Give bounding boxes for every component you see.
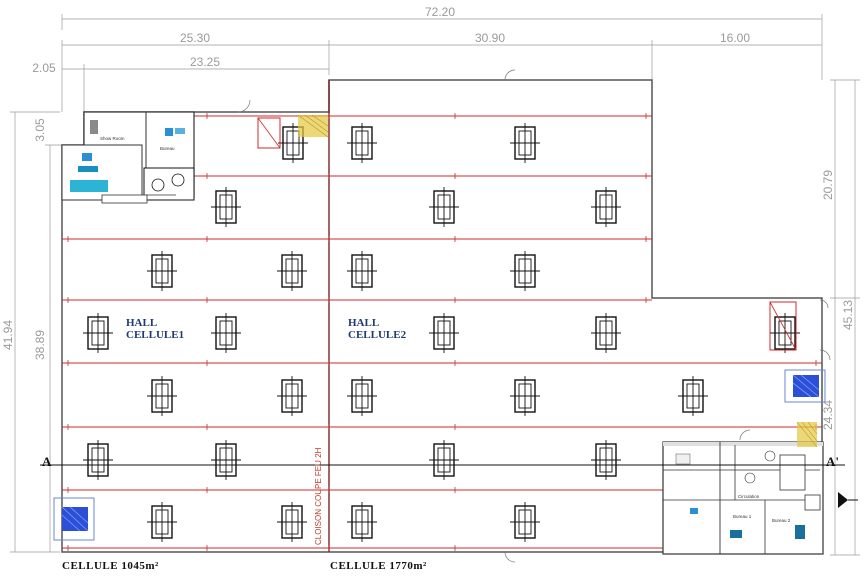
skylight [591,187,621,227]
skylights [83,123,800,542]
skylight [277,376,307,416]
room-bureau-1: Bureau 1 [733,514,752,519]
hall-1-label-line2: CELLULE1 [126,329,184,341]
hall-2-label-line1: HALL [348,317,379,329]
skylight [347,376,377,416]
dim-height-right-top: 20.79 [821,170,835,200]
hall-1-label-line1: HALL [126,317,157,329]
room-bureau: Bureau [160,146,175,151]
skylight [147,502,177,542]
skylight [211,313,241,353]
section-mark-left: A [42,454,52,469]
skylight [211,187,241,227]
dim-height-right-bottom: 24.34 [821,400,835,430]
section-mark-right: A' [826,454,839,469]
skylight [211,440,241,480]
skylight [347,502,377,542]
skylight [510,123,540,163]
dim-total-width: 72.20 [425,5,455,19]
dim-width-inner: 23.25 [190,55,220,69]
room-bureau-2: Bureau 2 [772,518,791,523]
skylight [770,313,800,353]
fire-wall-label: CLOISON COUPE FEU 2H [314,447,323,545]
skylight [429,187,459,227]
skylight [347,251,377,291]
section-line: A A' [40,454,858,508]
skylight [678,376,708,416]
skylight [83,313,113,353]
skylight [83,440,113,480]
cell-1-label: CELLULE 1045m² [62,560,159,572]
room-circulation: Circulation [738,494,760,499]
hall-2-label-line2: CELLULE2 [348,329,407,341]
dim-width-mid: 30.90 [475,31,505,45]
skylight [429,313,459,353]
hall-labels: HALL CELLULE1 HALL CELLULE2 [126,317,407,341]
skylight [147,376,177,416]
skylight [510,376,540,416]
skylight [510,251,540,291]
dim-height-top-left: 3.05 [33,118,47,142]
skylight [277,251,307,291]
skylight [277,502,307,542]
dim-height-inner-left: 38.89 [33,330,47,360]
dim-width-small: 2.05 [32,61,56,75]
dimension-labels: 72.20 25.30 30.90 16.00 2.05 23.25 3.05 … [1,5,855,430]
office-block-bottom-right: Circulation Bureau 1 Bureau 2 [662,421,824,555]
door-arcs [237,69,831,563]
cell-2-label: CELLULE 1770m² [330,560,427,572]
skylight [147,251,177,291]
skylight [591,440,621,480]
dim-width-left: 25.30 [180,31,210,45]
skylight [347,123,377,163]
dim-width-right: 16.00 [720,31,750,45]
dimension-lines [10,14,860,556]
dim-height-right-total: 45.13 [841,300,855,330]
equipment [53,301,826,541]
dim-height-total-left: 41.94 [1,320,15,350]
skylight [591,313,621,353]
room-show-room: Show Room [100,136,125,141]
office-block-top-left: Show Room Bureau [61,111,329,204]
skylight [510,502,540,542]
skylight [429,440,459,480]
